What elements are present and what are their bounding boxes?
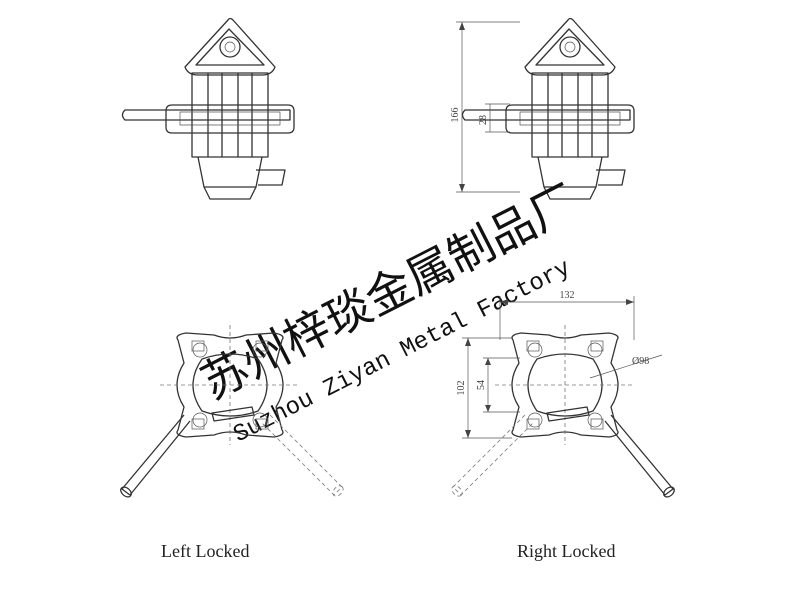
caption-left-locked: Left Locked — [161, 541, 250, 561]
dimension-height-sleeve: 28 — [478, 103, 510, 133]
svg-text:132: 132 — [560, 290, 575, 301]
svg-text:102: 102 — [456, 381, 467, 396]
dimension-width-body: 132 — [499, 290, 635, 340]
left-plan-view — [120, 324, 344, 498]
svg-text:166: 166 — [450, 108, 461, 123]
caption-right-locked: Right Locked — [517, 541, 616, 561]
dimension-height-body: 102 — [456, 337, 512, 439]
right-side-view — [461, 17, 635, 200]
svg-text:54: 54 — [476, 380, 487, 390]
right-plan-view — [451, 324, 675, 498]
dimension-height-total: 166 — [450, 21, 520, 193]
dimension-height-inner: 54 — [476, 357, 520, 413]
dimension-diameter: Ø98 — [589, 354, 663, 379]
left-side-view — [121, 17, 295, 200]
svg-text:Ø98: Ø98 — [632, 356, 649, 367]
svg-text:28: 28 — [478, 115, 489, 125]
